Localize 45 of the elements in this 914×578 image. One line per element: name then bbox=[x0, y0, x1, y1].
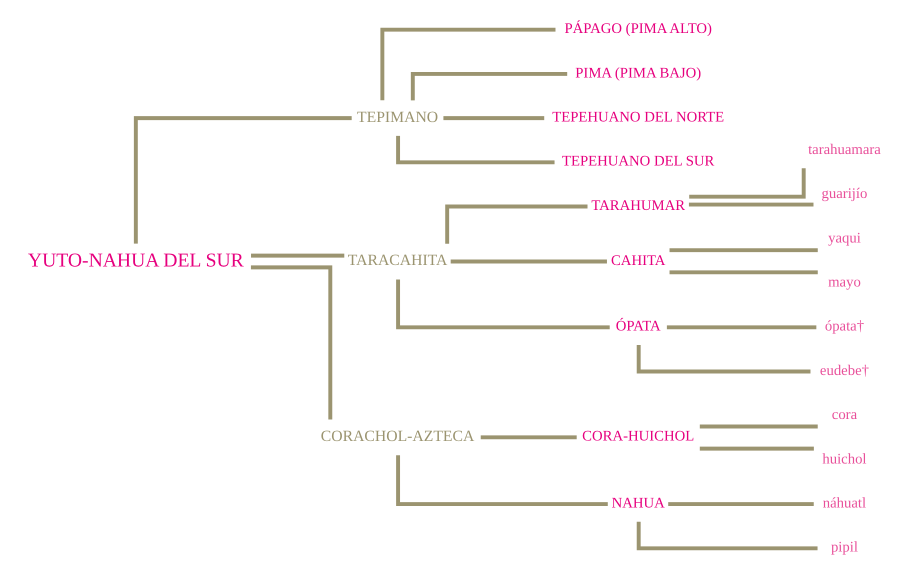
connector bbox=[636, 522, 818, 550]
connector bbox=[670, 248, 818, 252]
node-text: ópata† bbox=[824, 318, 864, 335]
node-text: huichol bbox=[822, 451, 867, 468]
connector bbox=[700, 446, 814, 451]
node-text: ÓPATA bbox=[616, 318, 661, 335]
connector bbox=[668, 502, 814, 506]
node-text: YUTO-NAHUA DEL SUR bbox=[28, 249, 244, 272]
connector bbox=[443, 116, 544, 120]
node-text: cora bbox=[832, 407, 858, 424]
connector bbox=[700, 424, 818, 428]
node-text: CORA-HUICHOL bbox=[582, 428, 694, 445]
node-text: mayo bbox=[828, 274, 861, 291]
connector bbox=[445, 204, 588, 244]
node-text: eudebe† bbox=[820, 362, 869, 379]
connector bbox=[670, 270, 818, 274]
connector bbox=[134, 116, 352, 244]
node-text: PIMA (PIMA BAJO) bbox=[575, 65, 702, 82]
connector bbox=[666, 325, 816, 330]
connector bbox=[689, 168, 806, 199]
node-text: NAHUA bbox=[612, 496, 665, 512]
node-text: TEPEHUANO DEL NORTE bbox=[552, 110, 724, 126]
connector bbox=[688, 202, 814, 206]
node-text: tarahuamara bbox=[808, 142, 881, 158]
node-text: náhuatl bbox=[822, 496, 866, 512]
node-text: guarijío bbox=[822, 186, 868, 202]
node-text: TEPIMANO bbox=[357, 108, 438, 126]
connector bbox=[450, 260, 607, 264]
node-text: TEPEHUANO DEL SUR bbox=[562, 154, 714, 170]
node-text: pipil bbox=[830, 540, 858, 556]
node-text: CAHITA bbox=[610, 252, 666, 269]
node-text: yaqui bbox=[828, 230, 861, 246]
connector bbox=[480, 435, 577, 440]
connector bbox=[380, 28, 556, 100]
node-text: TARACAHITA bbox=[348, 252, 448, 270]
node-text: CORACHOL-AZTECA bbox=[320, 428, 474, 446]
connector bbox=[250, 265, 332, 420]
connector bbox=[251, 254, 344, 258]
connector bbox=[636, 345, 810, 374]
connector bbox=[396, 279, 610, 330]
node-text: TARAHUMAR bbox=[591, 198, 686, 214]
connector bbox=[410, 72, 568, 100]
connector bbox=[396, 455, 608, 506]
node-text: PÁPAGO (PIMA ALTO) bbox=[564, 21, 712, 38]
connector bbox=[396, 136, 555, 164]
